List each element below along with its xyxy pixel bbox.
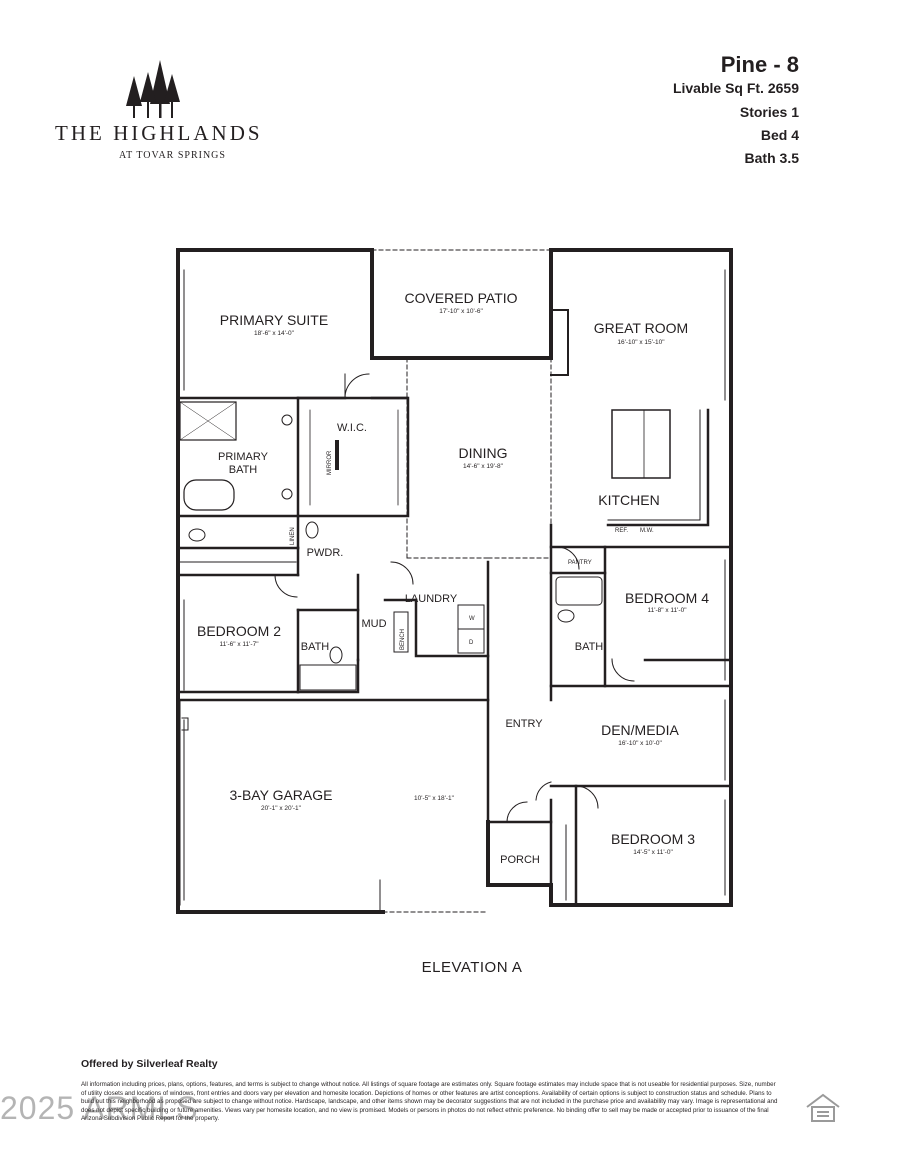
- brand-title: THE HIGHLANDS: [55, 121, 263, 145]
- brand-subtitle: AT TOVAR SPRINGS: [119, 150, 226, 161]
- room-bedroom-4-dim: 11'-8" x 11'-0": [647, 607, 687, 614]
- room-bath-right: BATH: [575, 641, 604, 653]
- spec-bed: Bed 4: [760, 127, 799, 143]
- room-primary-suite: PRIMARY SUITE: [220, 312, 328, 328]
- disclaimer: All information including prices, plans,…: [81, 1081, 778, 1122]
- dryer-label: D: [469, 640, 474, 646]
- room-bath-left: BATH: [301, 641, 330, 653]
- room-great-room-dim: 16'-10" x 15'-10": [617, 339, 665, 346]
- room-primary-bath-line1: PRIMARY: [218, 451, 269, 463]
- washer-label: W: [469, 616, 475, 622]
- room-great-room: GREAT ROOM: [594, 320, 688, 336]
- equal-housing-opportunity-icon: [806, 1093, 840, 1122]
- plan-name: Pine - 8: [720, 52, 799, 77]
- room-garage: 3-BAY GARAGE: [230, 787, 333, 803]
- room-entry: ENTRY: [505, 718, 543, 730]
- offered-by: Offered by Silverleaf Realty: [81, 1058, 218, 1070]
- room-den-media-dim: 16'-10" x 10'-0": [618, 740, 662, 747]
- room-den-media: DEN/MEDIA: [601, 722, 679, 738]
- exterior-walls: [176, 248, 733, 914]
- room-bedroom-3: BEDROOM 3: [611, 831, 695, 847]
- room-bedroom-2-dim: 11'-6" x 11'-7": [219, 641, 259, 648]
- room-primary-bath-line2: BATH: [229, 464, 258, 476]
- room-wic: W.I.C.: [337, 422, 367, 434]
- bench-label: BENCH: [400, 629, 406, 650]
- room-bedroom-3-dim: 14'-5" x 11'-0": [633, 849, 673, 856]
- watermark: 2025 ARMLS: [0, 1090, 199, 1126]
- mw-label: M.W.: [640, 528, 654, 534]
- pantry-label: PANTRY: [568, 560, 592, 566]
- room-covered-patio: COVERED PATIO: [404, 290, 517, 306]
- room-kitchen: KITCHEN: [598, 492, 659, 508]
- room-bedroom-4: BEDROOM 4: [625, 590, 709, 606]
- room-dining-dim: 14'-6" x 19'-8": [463, 463, 504, 470]
- spec-sqft: Livable Sq Ft. 2659: [672, 80, 799, 96]
- room-primary-suite-dim: 18'-6" x 14'-0": [254, 330, 295, 337]
- room-porch: PORCH: [500, 854, 540, 866]
- room-garage-dim-2: 10'-5" x 18'-1": [414, 795, 455, 802]
- linen-label: LINEN: [290, 527, 296, 545]
- room-bedroom-2: BEDROOM 2: [197, 623, 281, 639]
- room-mud: MUD: [361, 618, 386, 630]
- spec-stories: Stories 1: [739, 104, 799, 120]
- room-pwdr: PWDR.: [307, 547, 344, 559]
- elevation-label: ELEVATION A: [421, 959, 523, 976]
- pine-trees-icon: [126, 60, 180, 118]
- room-laundry: LAUNDRY: [405, 593, 458, 605]
- spec-bath: Bath 3.5: [744, 150, 799, 166]
- room-garage-dim: 20'-1" x 20'-1": [261, 805, 302, 812]
- mirror-label: MIRROR: [327, 450, 333, 475]
- ref-label: REF.: [615, 528, 628, 534]
- room-covered-patio-dim: 17'-10" x 10'-6": [439, 308, 483, 315]
- room-dining: DINING: [459, 445, 508, 461]
